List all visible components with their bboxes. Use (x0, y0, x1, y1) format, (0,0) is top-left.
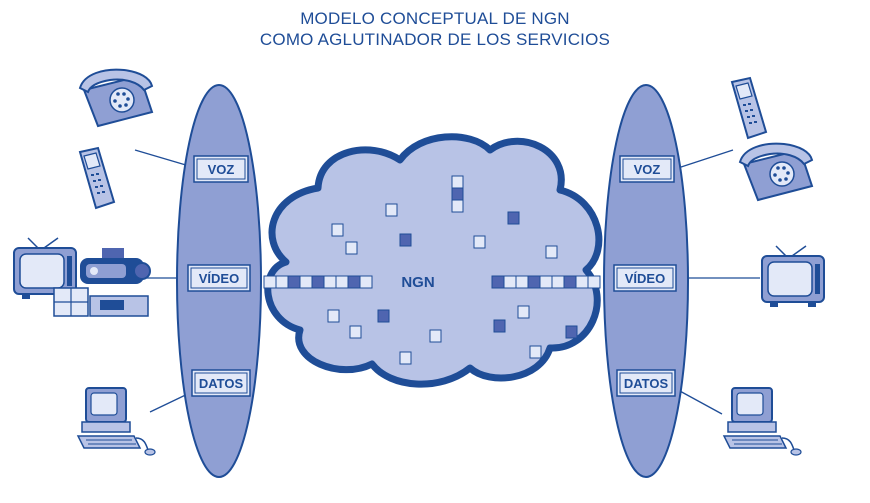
computer-icon-right (723, 387, 802, 456)
desk-phone-icon (79, 68, 153, 127)
tv-camcorder-vcr-icon (13, 237, 151, 317)
left-video-label: VÍDEO (199, 271, 239, 286)
title-line-1: MODELO CONCEPTUAL DE NGN (300, 9, 570, 28)
tv-icon (761, 245, 825, 308)
right-video-box: VÍDEO (613, 264, 677, 292)
left-voz-box: VOZ (193, 155, 249, 183)
left-datos-label: DATOS (199, 376, 244, 391)
diagram-title: MODELO CONCEPTUAL DE NGN COMO AGLUTINADO… (0, 8, 870, 50)
right-datos-label: DATOS (624, 376, 669, 391)
right-packet-stream (491, 275, 601, 289)
ngn-cloud (264, 133, 603, 388)
right-voz-box: VOZ (619, 155, 675, 183)
right-datos-box: DATOS (616, 369, 676, 397)
desk-phone-icon-right (739, 142, 813, 201)
cloud-packets (327, 175, 578, 365)
mobile-phone-icon (79, 147, 115, 209)
title-line-2: COMO AGLUTINADOR DE LOS SERVICIOS (259, 30, 611, 49)
left-datos-box: DATOS (191, 369, 251, 397)
ngn-label: NGN (401, 274, 434, 291)
right-voz-label: VOZ (634, 162, 661, 177)
computer-icon (77, 387, 156, 456)
left-voz-label: VOZ (208, 162, 235, 177)
left-packet-stream (263, 275, 373, 289)
left-video-box: VÍDEO (187, 264, 251, 292)
right-video-label: VÍDEO (625, 271, 665, 286)
mobile-phone-icon-right (731, 77, 767, 139)
